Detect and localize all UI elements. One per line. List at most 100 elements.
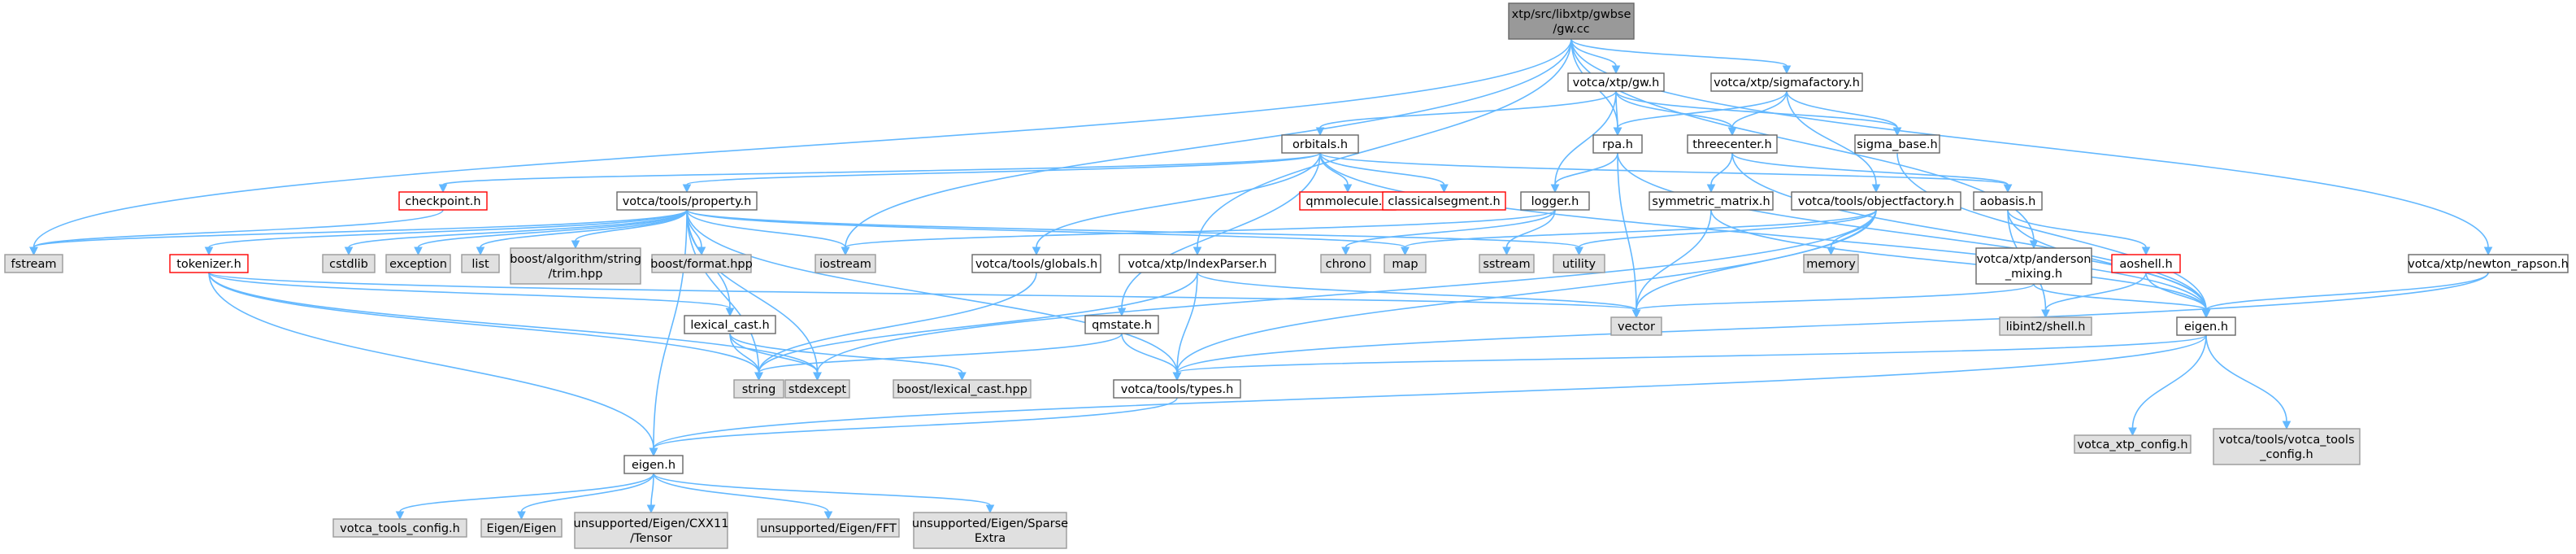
include-edge-orbitals-to-eigen_xtp xyxy=(1319,152,2211,319)
node-boost-lexical: boost/lexical_cast.hpp xyxy=(893,379,1032,399)
node-label: votca/xtp/sigmafactory.h xyxy=(1714,76,1860,89)
node-label: rpa.h xyxy=(1602,138,1633,151)
node-fstream: fstream xyxy=(4,254,63,273)
node-property[interactable]: votca/tools/property.h xyxy=(616,191,758,211)
include-edge-aoshell-to-libint_shell xyxy=(2041,272,2147,319)
include-edge-lexical_cast_h-to-boost_lexical xyxy=(729,333,967,382)
node-globals[interactable]: votca/tools/globals.h xyxy=(971,254,1101,273)
include-edge-newton-to-eigen_xtp xyxy=(2201,272,2489,319)
node-chrono: chrono xyxy=(1320,254,1371,273)
node-aobasis[interactable]: aobasis.h xyxy=(1973,191,2043,211)
node-box xyxy=(1382,191,1506,211)
node-label: votca/xtp/IndexParser.h xyxy=(1128,258,1267,271)
node-cstdlib: cstdlib xyxy=(322,254,376,273)
node-label: qmmolecule.h xyxy=(1305,195,1389,208)
node-box xyxy=(1854,134,1940,154)
include-edge-property-to-tokenizer xyxy=(204,209,688,256)
node-box xyxy=(2408,254,2569,273)
node-box xyxy=(784,379,850,399)
include-edge-eigen_xtp-to-tools_config_h xyxy=(2205,334,2291,430)
node-box xyxy=(4,254,63,273)
node-label: /Tensor xyxy=(630,532,672,545)
node-label: unsupported/Eigen/CXX11 xyxy=(574,517,729,530)
node-eigen-eigen: Eigen/Eigen xyxy=(480,518,563,538)
include-edge-orbitals-to-classicalsegment xyxy=(1319,152,1449,194)
node-box xyxy=(2074,434,2192,454)
node-box xyxy=(1803,254,1859,273)
node-vector: vector xyxy=(1610,316,1662,336)
node-box xyxy=(616,191,758,211)
node-label: aobasis.h xyxy=(1980,195,2036,208)
include-edge-eigen_tools-to-eigen_sparse xyxy=(653,473,995,514)
node-box xyxy=(322,254,376,273)
node-newton[interactable]: votca/xtp/newton_rapson.h xyxy=(2408,254,2569,273)
node-box xyxy=(1384,254,1427,273)
node-eigen-xtp[interactable]: eigen.h xyxy=(2176,316,2236,336)
node-sstream: sstream xyxy=(1479,254,1535,273)
include-edge-property-to-exception xyxy=(414,209,688,256)
node-box xyxy=(913,512,1067,549)
node-label: utility xyxy=(1562,258,1596,271)
node-types[interactable]: votca/tools/types.h xyxy=(1113,379,1241,399)
node-indexparser[interactable]: votca/xtp/IndexParser.h xyxy=(1119,254,1276,273)
node-stdexcept: stdexcept xyxy=(784,379,850,399)
node-anderson[interactable]: votca/xtp/anderson_mixing.h xyxy=(1975,247,2092,285)
node-label: eigen.h xyxy=(632,459,675,472)
node-gw-cc[interactable]: xtp/src/libxtp/gwbse/gw.cc xyxy=(1508,2,1635,40)
node-aoshell[interactable]: aoshell.h xyxy=(2111,254,2181,273)
node-box xyxy=(1791,191,1961,211)
node-rpa[interactable]: rpa.h xyxy=(1592,134,1643,154)
node-threecenter[interactable]: threecenter.h xyxy=(1687,134,1778,154)
node-objectfactory[interactable]: votca/tools/objectfactory.h xyxy=(1791,191,1961,211)
node-sigmafactory[interactable]: votca/xtp/sigmafactory.h xyxy=(1710,72,1863,92)
node-label: checkpoint.h xyxy=(405,195,480,208)
node-box xyxy=(1975,247,2092,285)
node-label: votca/tools/globals.h xyxy=(975,258,1097,271)
node-box xyxy=(332,518,467,538)
node-tools-config-h: votca/tools/votca_tools_config.h xyxy=(2213,428,2361,465)
node-tokenizer[interactable]: tokenizer.h xyxy=(169,254,249,273)
include-edge-qmstate-to-types xyxy=(1121,333,1182,382)
node-label: string xyxy=(742,383,776,396)
node-box xyxy=(1649,191,1774,211)
node-qmstate[interactable]: qmstate.h xyxy=(1084,315,1159,334)
include-edge-lexical_cast_h-to-stdexcept xyxy=(729,333,822,382)
node-logger[interactable]: logger.h xyxy=(1520,191,1590,211)
node-eigen-tensor: unsupported/Eigen/CXX11/Tensor xyxy=(574,512,729,549)
node-sigma-base[interactable]: sigma_base.h xyxy=(1854,134,1940,154)
include-edge-orbitals-to-globals xyxy=(1032,152,1321,256)
include-edge-aobasis-to-aoshell xyxy=(2007,209,2151,256)
include-edge-gw_cc-to-sigmafactory xyxy=(1570,38,1792,75)
node-box xyxy=(480,518,563,538)
node-classicalsegment[interactable]: classicalsegment.h xyxy=(1382,191,1506,211)
node-label: boost/format.hpp xyxy=(650,258,753,271)
node-box xyxy=(1281,134,1359,154)
include-edge-tokenizer-to-string xyxy=(208,272,763,382)
node-label: boost/algorithm/string xyxy=(510,253,641,266)
node-label: eigen.h xyxy=(2184,321,2228,334)
node-label: list xyxy=(471,258,489,271)
node-box xyxy=(1710,72,1863,92)
node-label: lexical_cast.h xyxy=(690,319,769,332)
node-gw-h[interactable]: votca/xtp/gw.h xyxy=(1567,72,1665,92)
include-edge-sigmafactory-to-sigma_base xyxy=(1786,90,1902,137)
node-label: tokenizer.h xyxy=(176,258,241,271)
node-box xyxy=(971,254,1101,273)
node-box xyxy=(1999,316,2092,336)
node-eigen-tools[interactable]: eigen.h xyxy=(623,455,684,474)
include-edge-threecenter-to-symmetric_matrix xyxy=(1706,152,1733,194)
node-label: votca/xtp/gw.h xyxy=(1573,76,1660,89)
node-qmmolecule[interactable]: qmmolecule.h xyxy=(1299,191,1397,211)
node-iostream: iostream xyxy=(815,254,876,273)
node-box xyxy=(398,191,488,211)
node-box xyxy=(1520,191,1590,211)
node-symmetric-matrix[interactable]: symmetric_matrix.h xyxy=(1649,191,1774,211)
node-label: sstream xyxy=(1483,258,1530,271)
node-lexical-cast-h[interactable]: lexical_cast.h xyxy=(684,315,776,334)
node-box xyxy=(510,247,641,285)
node-checkpoint[interactable]: checkpoint.h xyxy=(398,191,488,211)
node-orbitals[interactable]: orbitals.h xyxy=(1281,134,1359,154)
node-box xyxy=(1320,254,1371,273)
include-edge-objectfactory-to-map xyxy=(1401,209,1877,256)
include-edge-property-to-cstdlib xyxy=(344,209,688,256)
